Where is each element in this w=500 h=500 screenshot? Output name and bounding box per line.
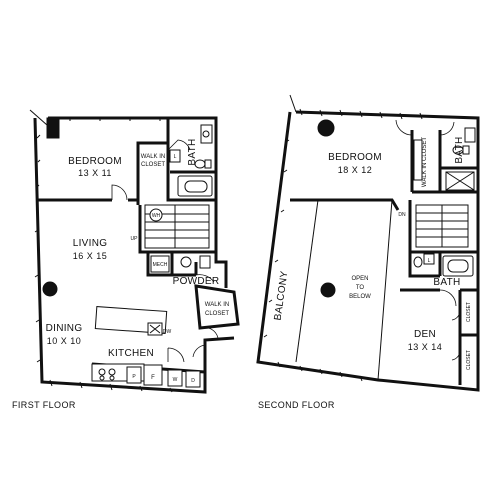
second-bedroom-label: BEDROOM [328, 152, 382, 163]
linen-upper [423, 253, 435, 265]
toilet-second [413, 256, 423, 268]
powder-label: POWDER [173, 276, 220, 287]
mech-closet [150, 255, 170, 273]
closet-2-label: CLOSET [466, 350, 472, 370]
open-to-below-edge [377, 199, 393, 381]
second-floor-stairs [408, 200, 478, 254]
closet-1-label: CLOSET [466, 302, 472, 322]
second-bath-label: BATH [433, 277, 460, 288]
second-floor-exterior-wall [256, 110, 480, 392]
second-floor-plan: DN L BEDROOM 18 X 12 WALK IN CLOSET BATH… [256, 94, 480, 410]
linen-upper-label: L [428, 258, 431, 264]
walk-in-closet-label-2: CLOSET [141, 162, 165, 168]
corner-column [46, 117, 60, 139]
column-living [42, 281, 58, 297]
second-bedroom-wall [290, 198, 400, 211]
living-dims: 16 X 15 [73, 251, 108, 261]
column-bedroom [317, 119, 335, 137]
balcony-label: BALCONY [273, 270, 291, 321]
living-label: LIVING [73, 238, 108, 249]
dishwasher-label: DW [163, 329, 172, 335]
second-walk-in-closet-label: WALK IN CLOSET [422, 137, 428, 187]
cooktop [98, 368, 106, 376]
closet-shelf [413, 139, 423, 181]
bath-label: BATH [187, 138, 198, 165]
water-heater-label: WH [152, 213, 161, 219]
bedroom-living-wall [36, 141, 168, 205]
kitchen-label: KITCHEN [108, 348, 154, 359]
dryer [185, 370, 201, 388]
walk-in-closet-2-label-2: CLOSET [205, 311, 229, 317]
dryer-label: D [191, 378, 195, 384]
linen-cabinet [169, 149, 181, 163]
pantry [126, 366, 142, 384]
walk-in-closet-label: WALK IN [141, 154, 165, 160]
linen-label: L [174, 154, 177, 160]
fridge-label: F [151, 375, 155, 381]
den-label: DEN [414, 329, 436, 340]
washer [167, 369, 183, 387]
column-open [320, 282, 336, 298]
mech-label: MECH [153, 262, 168, 268]
den-dims: 13 X 14 [408, 342, 443, 352]
open-to-below-label-2: TO [356, 285, 365, 291]
fridge [143, 364, 163, 386]
open-to-below-label-1: OPEN [351, 276, 368, 282]
powder-toilet [180, 256, 192, 268]
bedroom-dims: 13 X 11 [78, 168, 112, 178]
second-bedroom-dims: 18 X 12 [338, 165, 373, 175]
open-to-below-label-3: BELOW [349, 294, 371, 300]
balcony-railing [295, 199, 319, 363]
walk-in-closet-wall [194, 284, 240, 330]
dining-dims: 10 X 10 [47, 336, 82, 346]
first-floor-plan: L WH UP MECH DW [12, 109, 240, 410]
dining-label: DINING [46, 323, 83, 334]
stair-down-label: DN [398, 212, 406, 218]
washer-label: W [173, 377, 178, 383]
bedroom-label: BEDROOM [68, 156, 122, 167]
second-bath-top-label: BATH [454, 136, 465, 163]
bedroom-door [111, 184, 128, 201]
first-floor-caption: FIRST FLOOR [12, 400, 76, 410]
kitchen-island [94, 306, 168, 336]
second-floor-caption: SECOND FLOOR [258, 400, 335, 410]
walk-in-closet-2-label: WALK IN [205, 302, 229, 308]
water-heater [149, 208, 163, 222]
stair-up-label: UP [131, 236, 139, 242]
pantry-label: P [132, 374, 136, 380]
